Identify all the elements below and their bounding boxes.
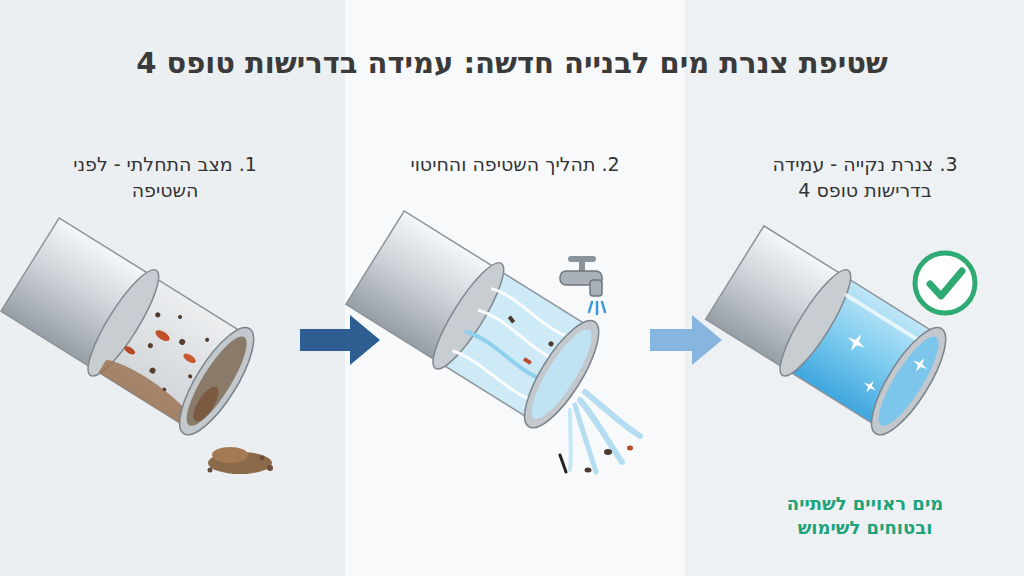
panel-band [685,0,1024,576]
result-note: מים ראויים לשתייה ובטוחים לשימוש [758,492,973,541]
clean-pipe [702,220,959,444]
faucet-icon [560,256,605,314]
flow-arrow [650,315,722,365]
debris-pile [212,447,248,463]
panel-box: 2. תהליך השטיפה והחיטוי [380,140,650,560]
panel-heading: 2. תהליך השטיפה והחיטוי [410,152,620,178]
debris [260,456,265,461]
panel-box: 1. מצב התחלתי - לפני השטיפה [30,140,300,560]
dirty-pipe [0,212,266,444]
debris [208,468,213,473]
flow-arrow [300,315,380,365]
check-mark [915,253,975,313]
panel-box: 3. צנרת נקייה - עמידה בדרישות טופס 4 מים … [722,140,1008,560]
panel-heading: 1. מצב התחלתי - לפני השטיפה [63,152,268,203]
flushing-pipe [342,205,611,437]
debris [267,465,273,471]
panel-heading: 3. צנרת נקייה - עמידה בדרישות טופס 4 [738,152,993,203]
title: שטיפת צנרת מים לבנייה חדשה: עמידה בדרישו… [0,46,1024,80]
panel-band [345,0,685,576]
water-spray [560,392,640,473]
panel-band [0,0,345,576]
